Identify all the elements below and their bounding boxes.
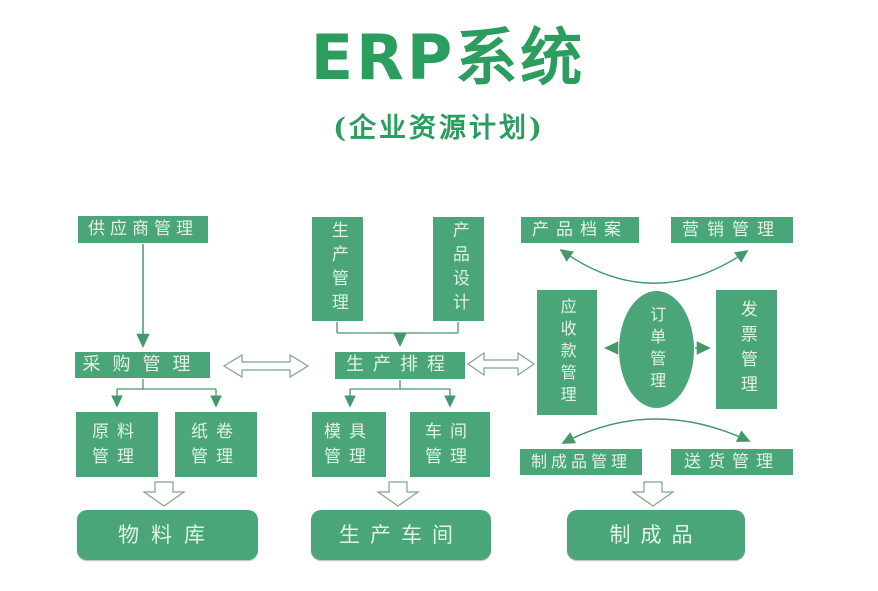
node-mold-mgmt: 模具管理 (312, 412, 386, 477)
arrow-order-to-archive-marketing (559, 248, 749, 284)
line-scheduling-split (350, 380, 450, 390)
node-receivables-mgmt: 应收款管理 (537, 290, 597, 415)
line-purchasing-split (117, 379, 216, 390)
node-invoice-mgmt: 发票管理 (716, 290, 777, 409)
arrow-order-to-finished-delivery (561, 418, 751, 444)
node-delivery-mgmt: 送货管理 (671, 449, 793, 475)
node-workshop-mgmt: 车间管理 (410, 412, 490, 477)
node-purchasing-mgmt: 采购管理 (75, 352, 210, 378)
double-arrow-purchasing-scheduling (222, 353, 310, 379)
node-production-mgmt: 生产管理 (312, 217, 363, 321)
node-production-workshop: 生产车间 (311, 510, 491, 560)
node-material-warehouse: 物料库 (77, 510, 258, 560)
node-supplier-mgmt: 供应商管理 (78, 216, 208, 243)
node-order-mgmt-ellipse: 订单管理 (619, 291, 694, 408)
block-arrow-to-production-workshop (376, 481, 420, 507)
node-finished-goods-mgmt: 制成品管理 (520, 449, 642, 475)
node-raw-material-mgmt: 原料管理 (76, 412, 158, 477)
double-arrow-scheduling-receivables (466, 351, 536, 377)
node-product-design: 产品设计 (433, 217, 484, 321)
node-paper-roll-mgmt: 纸卷管理 (175, 412, 257, 477)
node-marketing-mgmt: 营销管理 (671, 217, 793, 243)
node-production-scheduling: 生产排程 (335, 352, 465, 379)
node-finished-goods: 制成品 (567, 510, 745, 560)
node-product-archive: 产品档案 (521, 217, 639, 243)
block-arrow-to-finished-goods (631, 481, 675, 507)
block-arrow-to-material-warehouse (142, 481, 186, 507)
line-design-merge (336, 322, 459, 334)
